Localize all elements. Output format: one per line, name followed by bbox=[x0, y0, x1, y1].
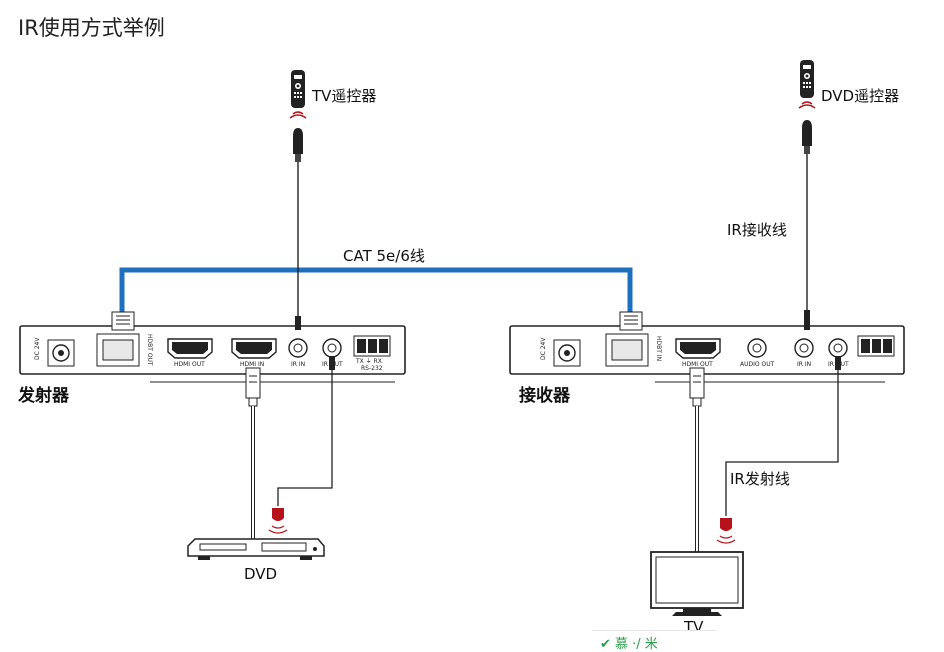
watermark-bar: ✔ 慕 ·/ 米 bbox=[592, 630, 716, 652]
tx-ir-out-label: IR OUT bbox=[322, 361, 343, 368]
dvd-player-icon bbox=[187, 538, 325, 560]
receiver-label: 接收器 bbox=[519, 386, 570, 406]
cat-cable bbox=[119, 267, 633, 318]
ir-emitter-cable-dvd bbox=[268, 356, 335, 534]
tx-rs232-label: RS-232 bbox=[361, 365, 383, 372]
ir-receiver-head-icon-rx bbox=[802, 120, 812, 154]
cat-cable-label: CAT 5e/6线 bbox=[343, 247, 425, 265]
transmitter-box bbox=[19, 325, 406, 383]
receiver-box bbox=[509, 325, 905, 383]
tx-rs232-pins-label: TX ⏚ RX bbox=[356, 358, 382, 365]
tx-hdbt-port-label: HDBT OUT bbox=[146, 334, 153, 366]
rx-ir-in-label: IR IN bbox=[797, 361, 812, 368]
dvd-remote-label: DVD遥控器 bbox=[821, 87, 900, 105]
tv-icon bbox=[650, 551, 744, 616]
rx-hdbt-port-label: HDBT IN bbox=[655, 336, 662, 362]
hdmi-cable-tv bbox=[689, 367, 705, 554]
tv-remote-icon bbox=[289, 70, 307, 119]
hdmi-cable-dvd bbox=[245, 367, 261, 546]
ir-emitter-cable-tv bbox=[716, 356, 841, 544]
dvd-remote-icon bbox=[798, 60, 816, 109]
dvd-label: DVD bbox=[244, 565, 278, 583]
ir-emit-cable-label: IR发射线 bbox=[730, 470, 790, 488]
ir-receive-cable-label: IR接收线 bbox=[727, 221, 787, 239]
tx-ir-in-label: IR IN bbox=[291, 361, 306, 368]
rx-dc-port-label: DC 24V bbox=[540, 337, 547, 360]
transmitter-label: 发射器 bbox=[18, 386, 69, 406]
rj45-plug-transmitter bbox=[111, 311, 135, 331]
tv-remote-label: TV遥控器 bbox=[312, 87, 377, 105]
tx-hdmi-out-label: HDMI OUT bbox=[174, 361, 205, 368]
tx-dc-port-label: DC 24V bbox=[34, 337, 41, 360]
page-title: IR使用方式举例 bbox=[18, 16, 165, 40]
rx-ir-out-label: IR OUT bbox=[828, 361, 849, 368]
tx-hdmi-in-label: HDMI IN bbox=[240, 361, 265, 368]
ir-receiver-head-icon bbox=[293, 128, 303, 162]
rx-audio-out-label: AUDIO OUT bbox=[740, 361, 775, 368]
rx-hdmi-out-label: HDMI OUT bbox=[682, 361, 713, 368]
rj45-plug-receiver bbox=[619, 311, 643, 331]
watermark-text: ✔ 慕 ·/ 米 bbox=[600, 637, 658, 652]
